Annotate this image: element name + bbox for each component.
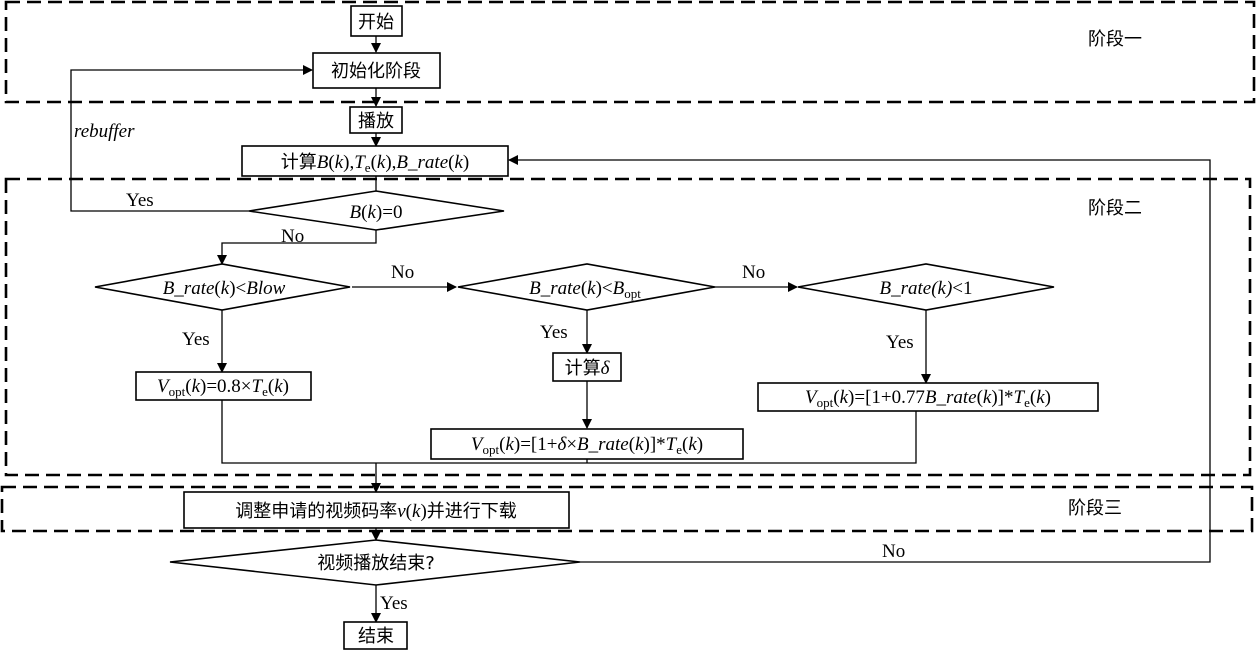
svg-text:视频播放结束?: 视频播放结束? (317, 553, 435, 574)
svg-text:初始化阶段: 初始化阶段 (331, 61, 421, 82)
stage1-region (4, 0, 1256, 104)
vopt-077-node: Vopt(k)=[1+0.77B_rate(k)]*Te(k) (757, 382, 1099, 412)
decision-buffer-empty: B(k)=0 (248, 190, 505, 231)
label-yes-bopt: Yes (540, 322, 568, 343)
label-no-buffer: No (281, 226, 304, 247)
decision-less-than-one: B_rate(k)<1 (797, 263, 1055, 311)
svg-text:B_rate(k)<Bopt: B_rate(k)<Bopt (529, 278, 641, 301)
decision-playback-ended: 视频播放结束? (169, 539, 581, 586)
label-yes-one: Yes (886, 332, 914, 353)
label-yes-blow: Yes (182, 329, 210, 350)
stage2-label: 阶段二 (1088, 198, 1142, 219)
stage2-region (4, 177, 1252, 477)
svg-text:Vopt(k)=[1+0.77B_rate(k)]*Te(k: Vopt(k)=[1+0.77B_rate(k)]*Te(k) (805, 387, 1051, 410)
label-yes-end: Yes (380, 593, 408, 614)
stage3-region (0, 485, 1254, 533)
adjust-bitrate-node: 调整申请的视频码率v(k)并进行下载 (183, 491, 570, 529)
svg-text:Vopt(k)=0.8×Te(k): Vopt(k)=0.8×Te(k) (157, 376, 289, 399)
decision-bopt: B_rate(k)<Bopt (457, 263, 716, 311)
svg-text:开始: 开始 (358, 12, 394, 33)
svg-text:B_rate(k)<Blow: B_rate(k)<Blow (163, 278, 286, 299)
vopt-low-node: Vopt(k)=0.8×Te(k) (135, 371, 312, 401)
label-no-end: No (882, 541, 905, 562)
end-node: 结束 (343, 621, 408, 650)
svg-text:播放: 播放 (358, 111, 394, 132)
label-rebuffer: rebuffer (74, 121, 135, 142)
decision-blow: B_rate(k)<Blow (94, 263, 351, 311)
start-node: 开始 (350, 5, 403, 37)
svg-text:调整申请的视频码率v(k)并进行下载: 调整申请的视频码率v(k)并进行下载 (235, 501, 517, 522)
svg-text:计算δ: 计算δ (565, 358, 611, 379)
svg-text:B(k)=0: B(k)=0 (350, 202, 403, 223)
svg-text:B_rate(k)<1: B_rate(k)<1 (879, 278, 972, 299)
svg-text:计算B(k),Te(k),B_rate(k): 计算B(k),Te(k),B_rate(k) (281, 152, 469, 175)
stage3-label: 阶段三 (1068, 498, 1122, 519)
label-no-bopt: No (742, 262, 765, 283)
svg-text:Vopt(k)=[1+δ×B_rate(k)]*Te(k): Vopt(k)=[1+δ×B_rate(k)]*Te(k) (471, 434, 703, 457)
compute-node: 计算B(k),Te(k),B_rate(k) (241, 145, 509, 177)
svg-text:结束: 结束 (358, 626, 394, 647)
compute-delta-node: 计算δ (552, 352, 622, 382)
label-no-blow: No (391, 262, 414, 283)
play-node: 播放 (349, 106, 403, 134)
stage1-label: 阶段一 (1088, 29, 1142, 50)
label-yes-buffer: Yes (126, 190, 154, 211)
init-node: 初始化阶段 (312, 52, 441, 89)
connectors (70, 36, 1211, 623)
vopt-delta-node: Vopt(k)=[1+δ×B_rate(k)]*Te(k) (430, 428, 744, 460)
